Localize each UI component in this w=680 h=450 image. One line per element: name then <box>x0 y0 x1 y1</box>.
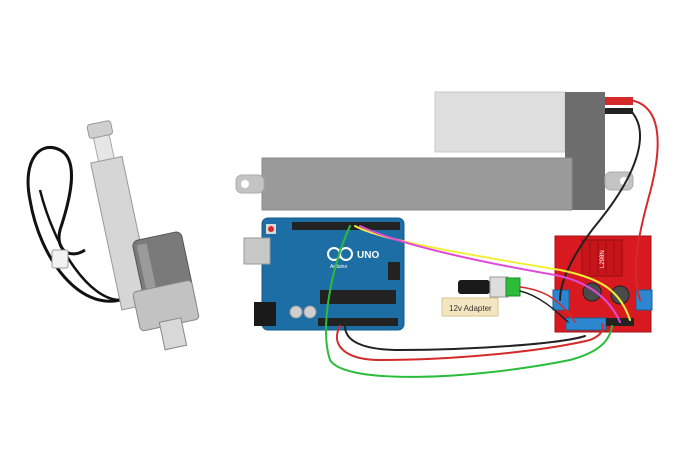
analog-header <box>318 318 398 326</box>
actuator-body-upper <box>434 91 566 153</box>
arduino-brand-text: Arduino <box>330 264 347 270</box>
power-jack <box>254 302 276 326</box>
actuator-end-mount <box>235 174 265 194</box>
adapter-plug <box>458 280 490 294</box>
terminal-power <box>565 317 607 331</box>
actuator-red-lead <box>605 97 633 105</box>
motor-driver-board: L298N <box>552 235 653 333</box>
actuator-plug <box>51 249 69 269</box>
wire-adapter-black <box>519 290 569 323</box>
wires <box>325 99 659 378</box>
wire-ground-black <box>344 325 586 352</box>
usb-port <box>243 237 271 265</box>
wire-actuator-red <box>629 99 659 301</box>
actuator-cable-2 <box>38 189 121 302</box>
wire-adapter-red <box>519 286 576 323</box>
power-adapter: 12v Adapter <box>441 276 521 317</box>
adapter-label-tag <box>441 297 499 317</box>
atmega-chip <box>320 290 396 304</box>
wire-magenta <box>359 225 621 323</box>
terminal-out-b <box>635 289 653 311</box>
linear-actuator-schematic <box>235 91 634 211</box>
reset-button-icon <box>268 226 274 232</box>
digital-header <box>292 222 400 230</box>
adapter-label: 12v Adapter <box>449 304 492 313</box>
linear-actuator-photo <box>26 120 200 351</box>
driver-heatsink <box>581 239 623 277</box>
actuator-cable <box>26 146 121 303</box>
wire-power-red <box>335 323 604 362</box>
arduino-logo-text: UNO <box>357 250 379 261</box>
driver-chip-label: L298N <box>600 250 606 268</box>
wire-green <box>325 225 613 378</box>
actuator-body-lower <box>261 157 573 211</box>
